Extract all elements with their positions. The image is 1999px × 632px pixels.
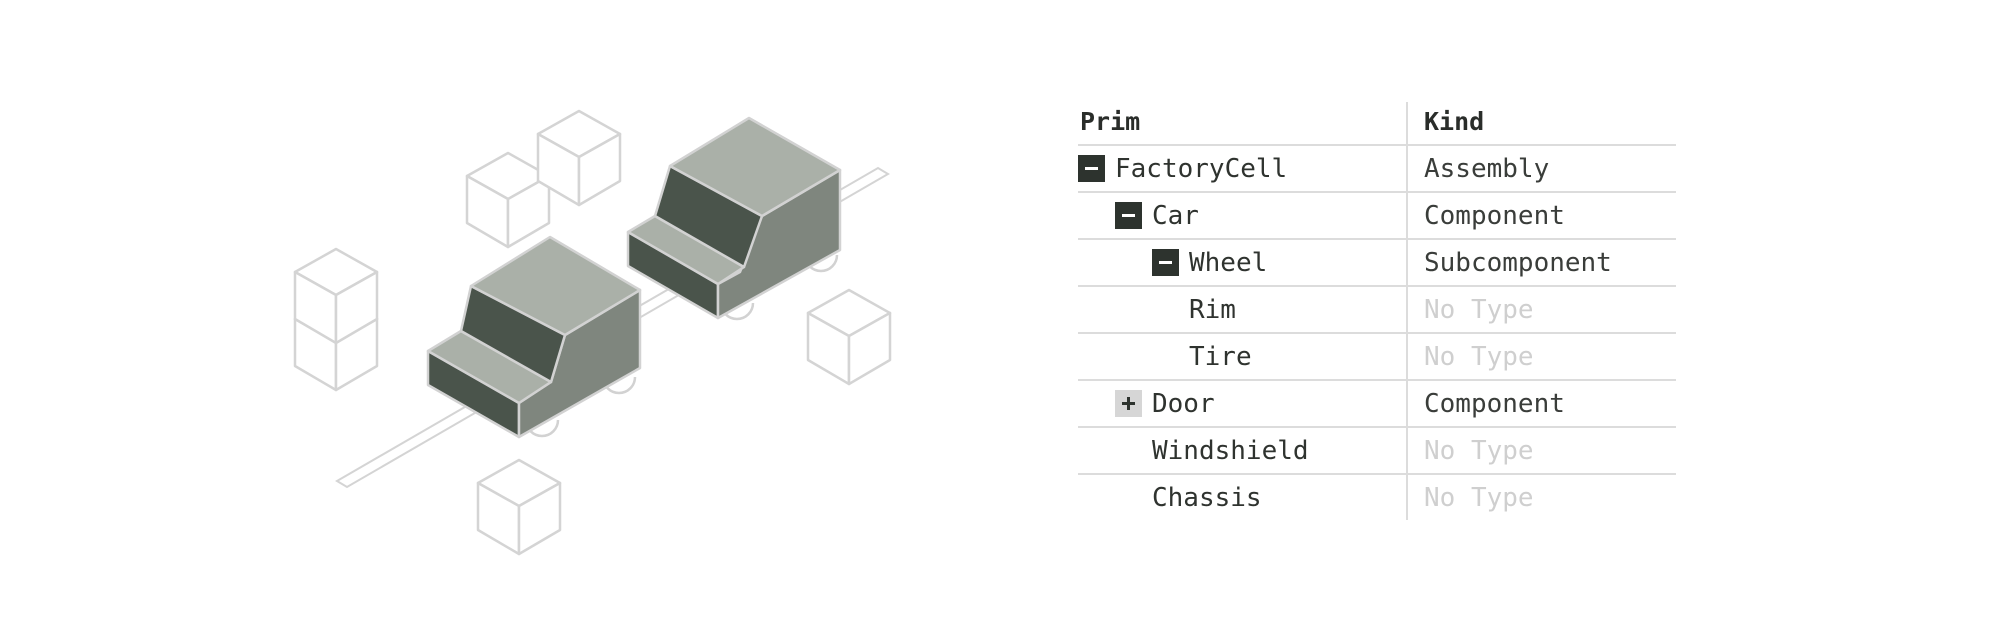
car <box>426 235 642 439</box>
prim-label: Car <box>1152 200 1199 231</box>
crate <box>465 151 551 249</box>
kind-cell: No Type <box>1424 482 1534 513</box>
crate <box>806 288 892 386</box>
prim-column-header: Prim <box>1080 107 1141 136</box>
table-row[interactable]: Rim No Type <box>1078 287 1676 334</box>
prim-cell: Windshield <box>1152 428 1309 473</box>
kind-cell: No Type <box>1424 435 1534 466</box>
prim-label: Tire <box>1189 341 1252 372</box>
prim-label: Rim <box>1189 294 1236 325</box>
minus-glyph <box>1085 167 1098 170</box>
column-divider <box>1406 102 1408 520</box>
kind-cell: No Type <box>1424 341 1534 372</box>
kind-cell: No Type <box>1424 294 1534 325</box>
collapse-icon[interactable] <box>1115 202 1142 229</box>
kind-column-header: Kind <box>1424 107 1485 136</box>
minus-glyph <box>1159 261 1172 264</box>
prim-cell: Car <box>1115 193 1199 238</box>
minus-glyph <box>1122 214 1135 217</box>
prim-label: Wheel <box>1189 247 1268 278</box>
collapse-icon[interactable] <box>1078 155 1105 182</box>
prim-label: Chassis <box>1152 482 1262 513</box>
table-row[interactable]: Chassis No Type <box>1078 475 1676 522</box>
crate <box>293 247 379 345</box>
kind-cell: Component <box>1424 200 1565 231</box>
prim-label: FactoryCell <box>1115 153 1288 184</box>
kind-cell: Subcomponent <box>1424 247 1612 278</box>
prim-cell: Wheel <box>1152 240 1267 285</box>
prim-cell: Rim <box>1189 287 1236 332</box>
table-row[interactable]: Car Component <box>1078 193 1676 240</box>
table-row[interactable]: Windshield No Type <box>1078 428 1676 475</box>
prim-cell: FactoryCell <box>1078 146 1287 191</box>
expand-icon[interactable] <box>1115 390 1142 417</box>
table-row[interactable]: Wheel Subcomponent <box>1078 240 1676 287</box>
crate <box>476 458 562 556</box>
kind-cell: Assembly <box>1424 153 1550 184</box>
prim-cell: Door <box>1115 381 1215 426</box>
car <box>626 116 842 321</box>
kind-cell: Component <box>1424 388 1565 419</box>
table-row[interactable]: FactoryCell Assembly <box>1078 146 1676 193</box>
table-header: Prim Kind <box>1078 102 1676 146</box>
table-row[interactable]: Tire No Type <box>1078 334 1676 381</box>
prim-cell: Chassis <box>1152 475 1262 520</box>
table-row[interactable]: Door Component <box>1078 381 1676 428</box>
prim-cell: Tire <box>1189 334 1252 379</box>
crate-stack <box>293 247 379 392</box>
collapse-icon[interactable] <box>1152 249 1179 276</box>
plus-glyph <box>1122 397 1135 410</box>
prim-label: Windshield <box>1152 435 1309 466</box>
prim-label: Door <box>1152 388 1215 419</box>
crate <box>536 109 622 207</box>
